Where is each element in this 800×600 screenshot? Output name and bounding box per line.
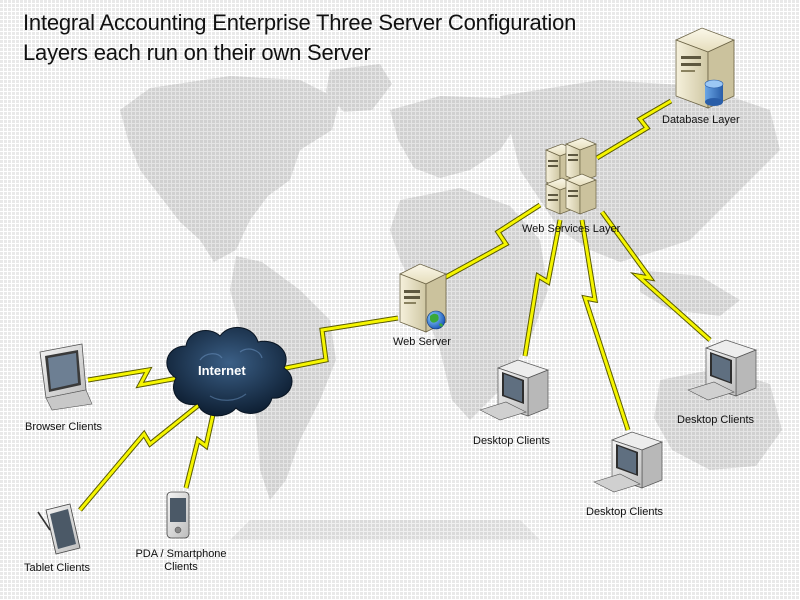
link-webservices-desktop2 [579, 219, 631, 431]
web-services-layer-label: Web Services Layer [522, 223, 621, 235]
pda-clients-label-line2: Clients [164, 561, 198, 573]
world-map-background [120, 64, 782, 540]
tablet-clients-label: Tablet Clients [24, 562, 91, 574]
desktop-computer-icon-2 [593, 431, 664, 493]
pda-icon [166, 491, 190, 539]
link-database-webservices [595, 98, 673, 161]
globe-icon [426, 310, 446, 330]
web-server-icon [399, 263, 447, 333]
link-webservices-webserver [442, 202, 542, 281]
pda-clients-label-line1: PDA / Smartphone [135, 548, 227, 560]
database-server-icon [674, 27, 736, 109]
link-webservices-desktop1 [522, 219, 563, 357]
link-internet-browser [87, 366, 185, 389]
tablet-icon [37, 503, 81, 555]
link-webserver-internet [275, 315, 399, 373]
cloud-icon [166, 327, 293, 417]
browser-clients-label: Browser Clients [25, 421, 103, 433]
network-links [78, 98, 712, 512]
desktop-computer-icon-1 [479, 359, 550, 421]
link-internet-pda [183, 409, 217, 489]
database-cylinder-icon [704, 79, 724, 106]
pda-clients-label: PDA / Smartphone Clients [131, 548, 231, 574]
desktop-clients-label-2: Desktop Clients [586, 506, 664, 518]
link-webservices-desktop3 [599, 210, 712, 342]
internet-label: Internet [198, 363, 246, 378]
desktop-clients-label-1: Desktop Clients [473, 435, 551, 447]
link-internet-tablet [78, 402, 202, 512]
diagram-subtitle: Layers each run on their own Server [23, 40, 371, 65]
server-cluster-icon [545, 137, 597, 215]
desktop-clients-label-3: Desktop Clients [677, 414, 755, 426]
desktop-computer-icon-3 [687, 339, 758, 401]
database-layer-label: Database Layer [662, 114, 740, 126]
web-server-label: Web Server [393, 336, 451, 348]
diagram-title: Integral Accounting Enterprise Three Ser… [23, 10, 577, 35]
monitor-icon [39, 343, 93, 411]
